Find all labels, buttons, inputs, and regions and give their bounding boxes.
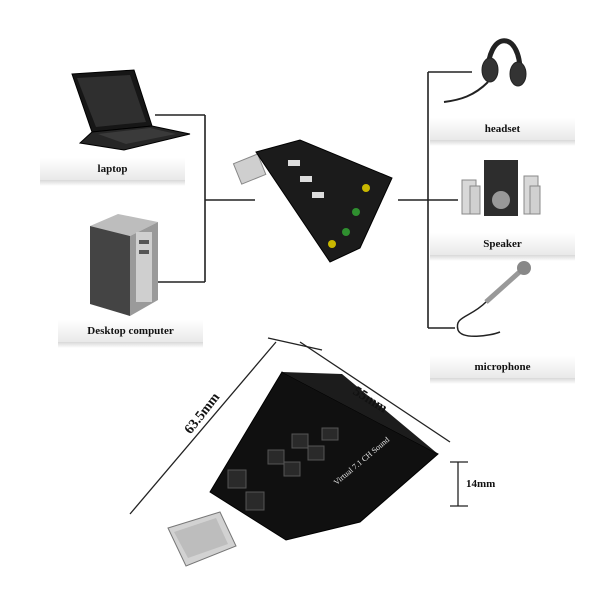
sound-card-top-icon (232, 139, 393, 263)
label-laptop-shadow (40, 180, 185, 186)
laptop-icon (71, 69, 191, 151)
label-desktop-computer: Desktop computer (58, 320, 203, 342)
label-microphone-shadow (430, 378, 575, 384)
label-laptop: laptop (40, 158, 185, 180)
dimension-lines (129, 337, 468, 515)
label-desktop-shadow (58, 342, 203, 348)
microphone-icon (456, 261, 531, 337)
label-speaker: Speaker (430, 233, 575, 255)
speaker-icon (461, 160, 541, 216)
connector-lines (155, 71, 472, 329)
headset-icon (443, 38, 527, 103)
sound-card-bottom-icon (167, 371, 439, 567)
desktop-computer-icon (90, 214, 158, 316)
dimension-height: 14mm (466, 478, 496, 490)
label-headset-shadow (430, 140, 575, 146)
label-headset: headset (430, 118, 575, 140)
label-microphone: microphone (430, 356, 575, 378)
label-speaker-shadow (430, 255, 575, 261)
